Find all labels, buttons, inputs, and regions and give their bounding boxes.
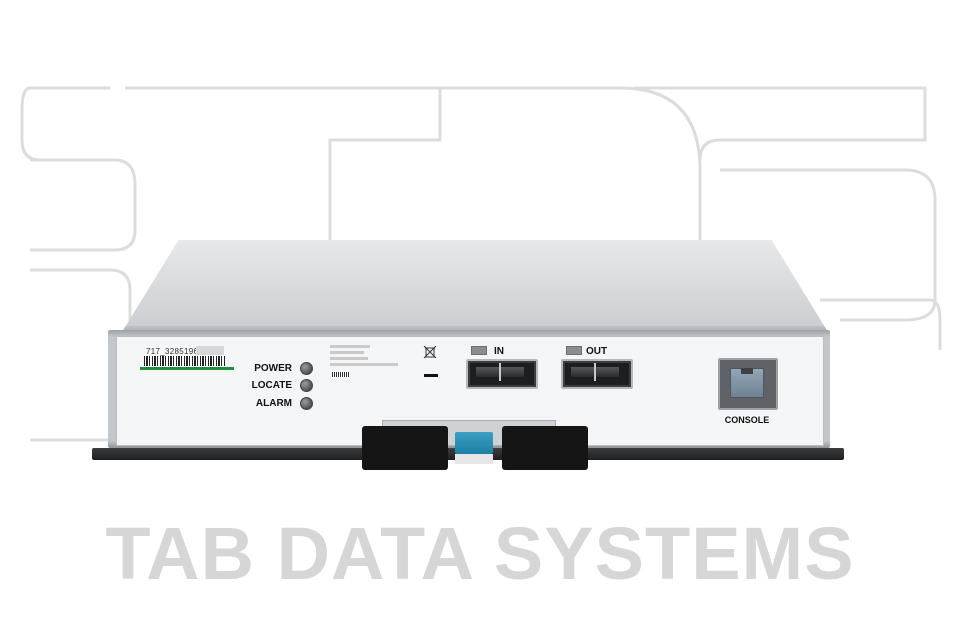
barcode-icon xyxy=(144,356,226,366)
console-rj45-port[interactable] xyxy=(718,358,778,410)
locate-led-icon xyxy=(300,379,313,392)
in-port-label: IN xyxy=(494,346,504,357)
sfp-port-out[interactable] xyxy=(561,359,633,389)
chassis-top-cover xyxy=(122,240,828,332)
latch-handle-right[interactable] xyxy=(502,426,588,470)
latch-handle-left[interactable] xyxy=(362,426,448,470)
part-number-label: 717_3285196-A xyxy=(146,347,207,356)
latch-tab-base xyxy=(455,454,493,464)
latch-release-tab[interactable] xyxy=(455,432,493,454)
sfp-port-in[interactable] xyxy=(466,359,538,389)
weee-bin-icon xyxy=(423,345,437,359)
led-label-alarm: ALARM xyxy=(255,398,292,409)
console-port-label: CONSOLE xyxy=(724,415,770,425)
led-label-locate: LOCATE xyxy=(251,380,292,391)
rj45-jack-icon xyxy=(730,368,764,398)
led-row-locate: LOCATE xyxy=(238,379,313,392)
label-redacted-area xyxy=(196,346,224,355)
led-row-alarm: ALARM xyxy=(238,397,313,410)
sticker-black-bar xyxy=(424,374,438,377)
mini-barcode-icon xyxy=(332,372,350,377)
alarm-led-icon xyxy=(300,397,313,410)
led-row-power: POWER xyxy=(238,362,313,375)
watermark-company-name: TAB DATA SYSTEMS xyxy=(105,512,855,595)
out-port-indicator xyxy=(566,346,582,355)
product-info-sticker xyxy=(330,343,442,379)
in-port-indicator xyxy=(471,346,487,355)
label-green-stripe xyxy=(140,367,234,370)
led-label-power: POWER xyxy=(254,363,292,374)
power-led-icon xyxy=(300,362,313,375)
out-port-label: OUT xyxy=(586,346,608,357)
